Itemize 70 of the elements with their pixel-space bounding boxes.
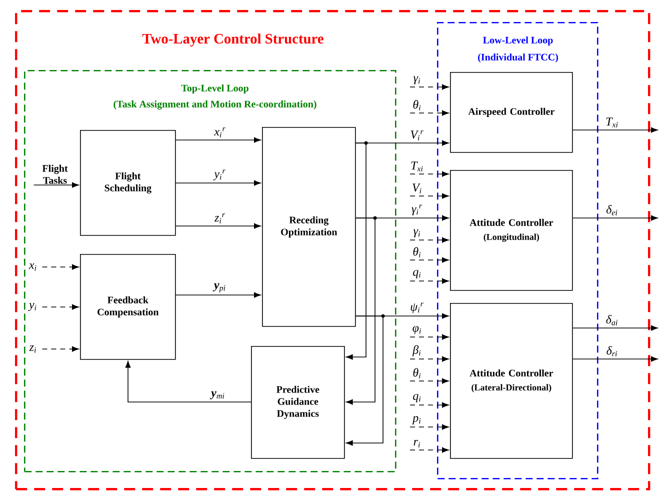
edge-label: q$_{i}$ bbox=[412, 270, 422, 279]
edge-label: ψ$_{i}$r bbox=[410, 302, 424, 314]
edge-label: V$_{i}$ bbox=[411, 183, 423, 194]
arrow bbox=[175, 137, 261, 143]
arrow bbox=[572, 127, 658, 133]
process-box: Receding Optimization bbox=[262, 127, 356, 327]
arrow bbox=[346, 316, 384, 446]
controller-box: Attitude Controller (Lateral-Directional) bbox=[450, 303, 573, 459]
edge-label: y$_{pi}$ bbox=[212, 282, 227, 293]
edge-label: θ$_{i}$ bbox=[412, 246, 422, 258]
arrow bbox=[42, 304, 79, 310]
edge-label: T$_{xi}$ bbox=[410, 161, 424, 172]
arrow bbox=[572, 325, 658, 331]
frame-title: (Task Assignment and Motion Re-coordination) bbox=[114, 100, 316, 110]
arrow bbox=[410, 424, 449, 430]
edge-label: δ$_{ri}$ bbox=[606, 346, 618, 357]
edge-label: p$_{i}$ bbox=[412, 416, 422, 425]
controller-box: Airspeed Controller bbox=[450, 72, 573, 153]
arrow bbox=[175, 180, 261, 186]
edge-label: β$_{i}$ bbox=[412, 344, 422, 357]
arrow bbox=[410, 378, 449, 384]
arrow bbox=[410, 110, 449, 116]
arrow bbox=[410, 278, 449, 284]
frame-title: (Individual FTCC) bbox=[478, 53, 558, 63]
process-box: Flight Scheduling bbox=[80, 130, 176, 236]
controller-box: Attitude Controller (Longitudinal) bbox=[450, 170, 573, 291]
frame-title: Two-Layer Control Structure bbox=[142, 33, 324, 47]
edge-label: x$_{i}$r bbox=[214, 126, 226, 138]
arrow bbox=[572, 215, 658, 221]
edge-label: δ$_{ai}$ bbox=[605, 314, 619, 326]
arrow bbox=[42, 264, 79, 270]
arrow bbox=[410, 237, 449, 243]
arrow bbox=[42, 346, 79, 352]
arrow bbox=[410, 84, 449, 90]
input-label: z$_{i}$ bbox=[29, 345, 36, 353]
arrow bbox=[346, 142, 366, 360]
edge-label: θ$_{i}$ bbox=[412, 368, 422, 379]
arrow bbox=[410, 402, 449, 408]
edge-label: φ$_{i}$ bbox=[412, 326, 422, 335]
arrow bbox=[410, 447, 449, 453]
frame-title: Low-Level Loop bbox=[483, 36, 553, 46]
edge-label: q$_{i}$ bbox=[412, 394, 422, 403]
arrow bbox=[572, 356, 658, 362]
edge-label: γ$_{i}$ bbox=[412, 76, 422, 85]
arrow bbox=[410, 257, 449, 263]
arrow bbox=[175, 292, 261, 298]
arrow bbox=[410, 334, 449, 340]
input-label: y$_{i}$ bbox=[28, 302, 36, 312]
edge-label: y$_{mi}$ bbox=[210, 390, 226, 400]
process-box: Feedback Compensation bbox=[80, 254, 176, 360]
process-box: Predictive Guidance Dynamics bbox=[251, 346, 345, 459]
input-text: Flight Tasks bbox=[42, 164, 68, 184]
arrow bbox=[346, 218, 376, 405]
arrow bbox=[410, 356, 449, 362]
edge-label: γ$_{i}$r bbox=[410, 204, 424, 216]
edge-label: γ$_{i}$ bbox=[412, 228, 422, 238]
edge-label: r$_{i}$ bbox=[412, 439, 422, 448]
edge-label: θ$_{i}$ bbox=[412, 100, 422, 111]
arrow bbox=[33, 182, 79, 188]
edge-label: T$_{xi}$ bbox=[605, 117, 619, 128]
arrow bbox=[175, 223, 261, 229]
arrow bbox=[125, 361, 252, 402]
edge-label: δ$_{ei}$ bbox=[606, 204, 618, 216]
frame-title: Top-Level Loop bbox=[181, 84, 248, 94]
input-label: x$_{i}$ bbox=[28, 263, 36, 271]
arrow bbox=[410, 171, 449, 177]
arrow bbox=[410, 193, 449, 199]
edge-label: y$_{i}$r bbox=[213, 169, 226, 181]
edge-label: V$_{i}$r bbox=[410, 130, 424, 141]
edge-label: z$_{i}$r bbox=[214, 212, 226, 224]
